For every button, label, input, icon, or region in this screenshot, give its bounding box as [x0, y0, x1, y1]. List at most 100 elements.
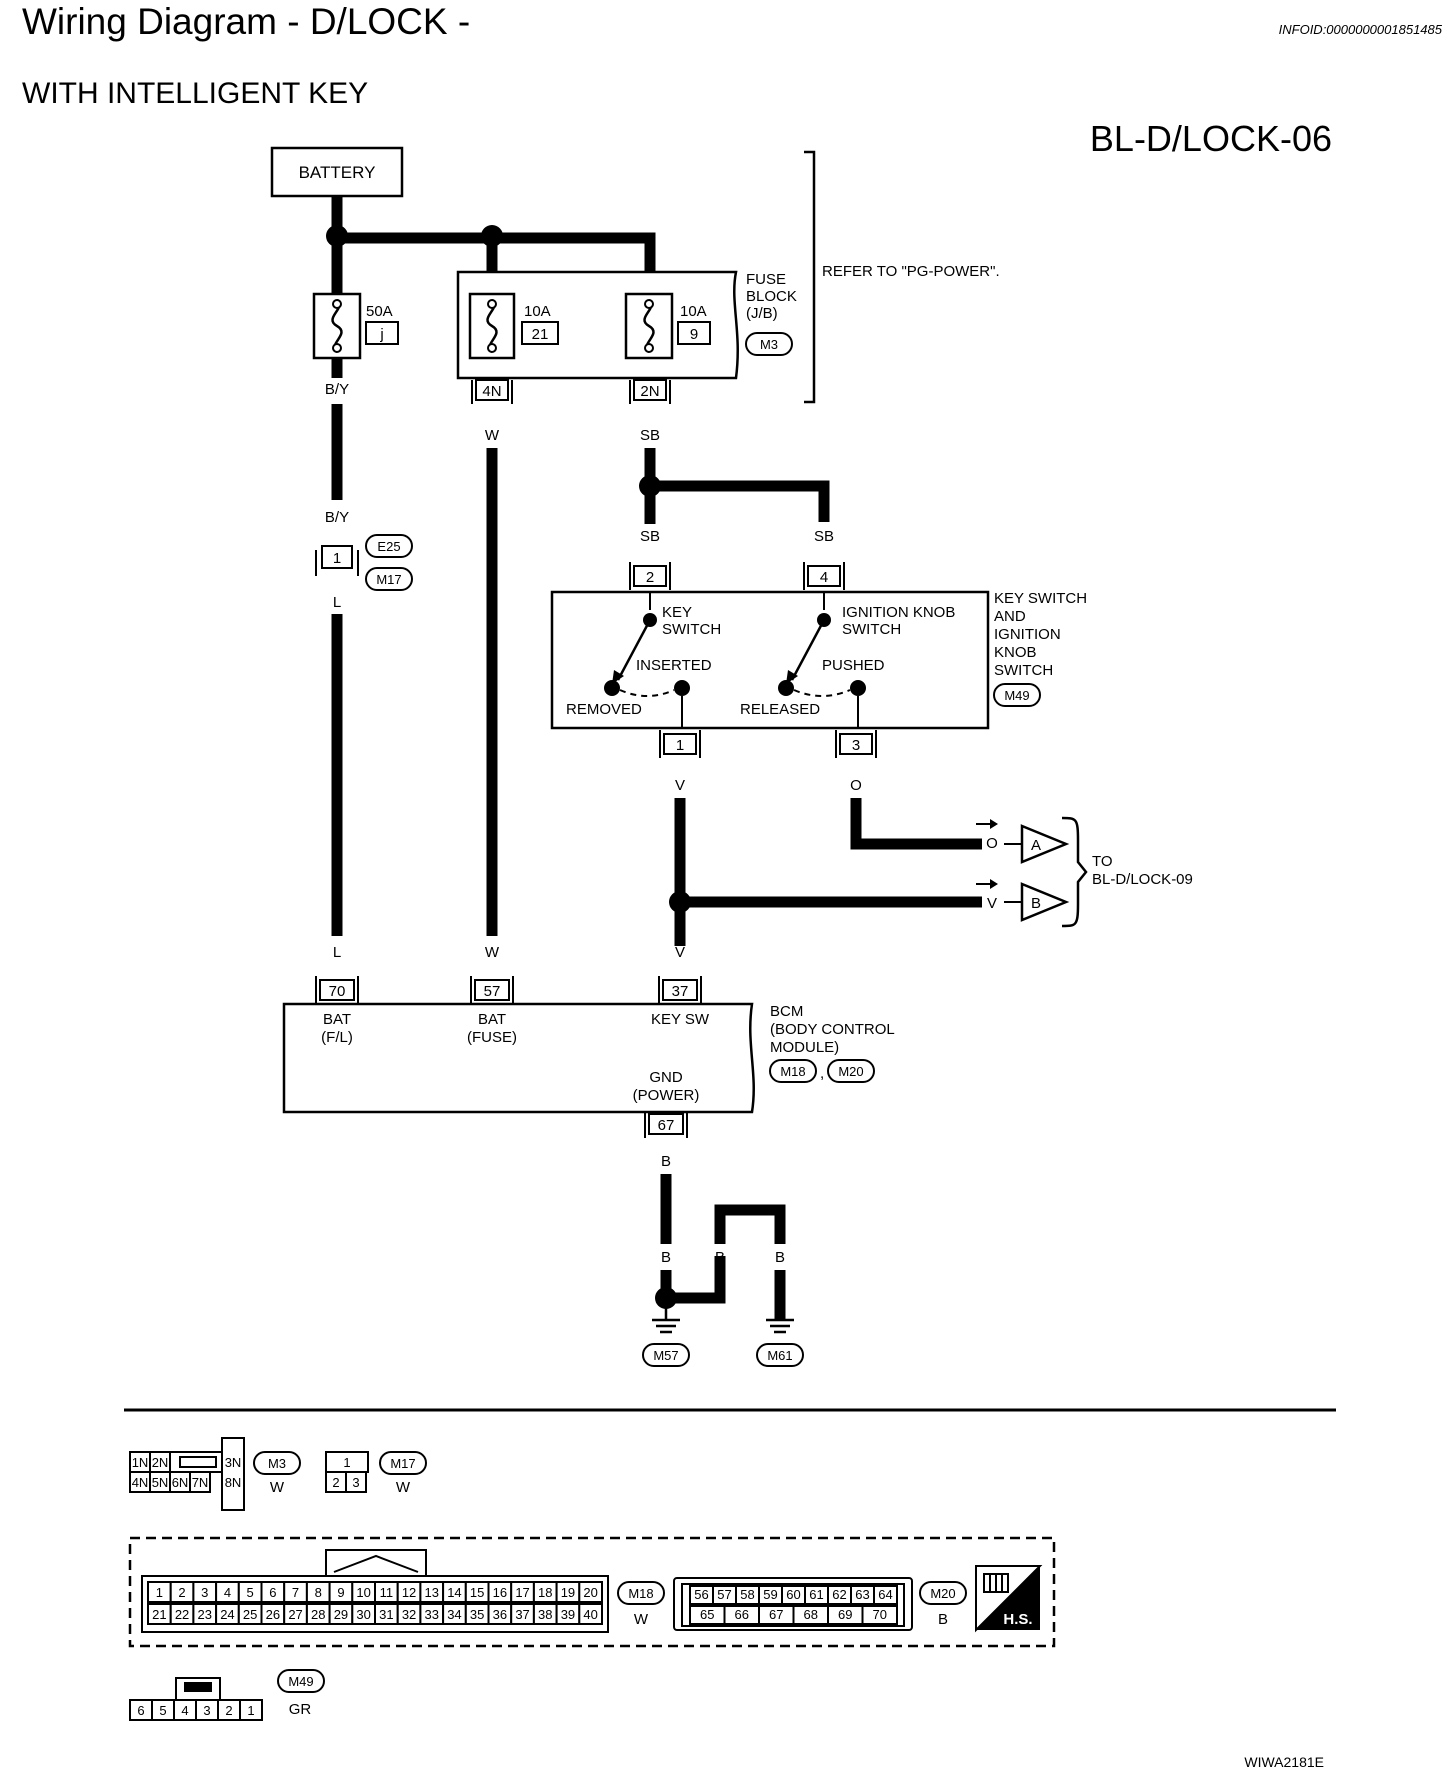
legend-m3: 1N 2N 3N 4N 5N 6N 7N 8N M3 W [129, 1437, 301, 1511]
m20-cell [861, 1605, 898, 1625]
m18-pin: 9 [337, 1585, 344, 1600]
pin-37-label: 37 [672, 983, 689, 1000]
m18-pin: 20 [583, 1585, 597, 1600]
m18-pin: 36 [493, 1607, 507, 1622]
m20-pin: 60 [786, 1587, 800, 1602]
pin-57-label: 57 [484, 983, 501, 1000]
battery-label: BATTERY [299, 163, 376, 182]
m18-pin: 30 [356, 1607, 370, 1622]
pin-4 [807, 565, 841, 587]
bcm-pin-name: (FUSE) [467, 1029, 517, 1046]
figure-code: WIWA2181E [1244, 1754, 1324, 1770]
m20-pin: 70 [873, 1607, 887, 1622]
refer-note: REFER TO "PG-POWER". [822, 263, 1000, 280]
contact-dashed [793, 689, 851, 697]
m18-pin: 24 [220, 1607, 234, 1622]
fuse-10a-9-rating: 10A [680, 303, 707, 320]
m18-pin: 10 [356, 1585, 370, 1600]
m17-pin: 1 [343, 1455, 350, 1470]
bcm-pin-name: BAT [478, 1011, 506, 1028]
pin-bracket [470, 976, 514, 1004]
m18-cell [578, 1581, 603, 1603]
connector-badge [769, 1059, 817, 1083]
switch-arm [616, 619, 652, 681]
m18-pin: 3 [201, 1585, 208, 1600]
m49-pin: 6 [137, 1703, 144, 1718]
joint-connector-bottom: M17 [376, 572, 401, 587]
wire-color: L [333, 944, 341, 961]
link-b-triangle [1020, 882, 1070, 922]
released-label: RELEASED [740, 701, 820, 718]
m18-pin: 32 [402, 1607, 416, 1622]
m3-pin: 2N [152, 1455, 169, 1470]
m18-pin: 40 [583, 1607, 597, 1622]
connector-badge [365, 567, 413, 591]
m49-pin: 4 [181, 1703, 188, 1718]
m20-pin: 58 [740, 1587, 754, 1602]
key-switch-name: KEY SWITCH [994, 590, 1087, 607]
fuse-block-outline [456, 270, 739, 380]
fuse-terminal [332, 343, 342, 353]
pin-3-label: 3 [852, 737, 860, 754]
m49-pin: 2 [225, 1703, 232, 1718]
m3-pin: 3N [225, 1455, 242, 1470]
pushed-label: PUSHED [822, 657, 885, 674]
m18-pin: 8 [315, 1585, 322, 1600]
m18-pin: 18 [538, 1585, 552, 1600]
hs-badge: H.S. [975, 1565, 1043, 1633]
m18-name: M18 [628, 1586, 653, 1601]
wire-color: B [775, 1249, 785, 1266]
connector-badge [827, 1059, 875, 1083]
m20-pin: 59 [763, 1587, 777, 1602]
wire-color: B [715, 1249, 725, 1266]
link-target: BL-D/LOCK-09 [1092, 871, 1193, 888]
m18-pin: 28 [311, 1607, 325, 1622]
key-switch-label: SWITCH [662, 621, 721, 638]
splice-dot [481, 225, 503, 247]
pin-1 [663, 733, 697, 755]
m3-pin: 4N [132, 1475, 149, 1490]
pin-bracket [835, 730, 877, 758]
m18-pin: 16 [493, 1585, 507, 1600]
pin-bracket [658, 976, 702, 1004]
m18-pin: 38 [538, 1607, 552, 1622]
connector-badge [756, 1343, 804, 1367]
m18-pin: 21 [152, 1607, 166, 1622]
wire-b [666, 1256, 726, 1304]
bcm-name: BCM [770, 1003, 803, 1020]
ignition-switch-label: SWITCH [842, 621, 901, 638]
m3-pin: 8N [225, 1475, 242, 1490]
fuse-10a-21-id: 21 [532, 326, 549, 343]
connector-badge [745, 332, 793, 356]
m3-pin: 5N [152, 1475, 169, 1490]
bcm-pin-name: KEY SW [651, 1011, 710, 1028]
m20-name: M20 [930, 1586, 955, 1601]
m49-cell [239, 1699, 263, 1721]
joint-connector-top: E25 [377, 539, 400, 554]
key-switch-connector: M49 [1004, 688, 1029, 703]
m18-pin: 13 [425, 1585, 439, 1600]
m18-pin: 19 [561, 1585, 575, 1600]
fuse-10a-21-id-box [521, 321, 559, 345]
m18-pin: 39 [561, 1607, 575, 1622]
battery-box [270, 146, 404, 198]
fuse-terminal [487, 299, 497, 309]
bcm-connector-sep: , [820, 1065, 824, 1082]
link-target: TO [1092, 853, 1113, 870]
fuse-50a-id-box [365, 321, 399, 345]
m18-pin: 26 [266, 1607, 280, 1622]
m20-pin: 56 [694, 1587, 708, 1602]
m20-pin: 64 [878, 1587, 892, 1602]
fuse-block-label: (J/B) [746, 305, 778, 322]
m3-pin: 1N [132, 1455, 149, 1470]
m18-pin: 1 [156, 1585, 163, 1600]
bcm-connector: M18 [780, 1064, 805, 1079]
m18-pin: 6 [269, 1585, 276, 1600]
m20-cell [873, 1585, 898, 1605]
connector-badge [642, 1343, 690, 1367]
m20-pin: 63 [855, 1587, 869, 1602]
wire-color: SB [814, 528, 834, 545]
